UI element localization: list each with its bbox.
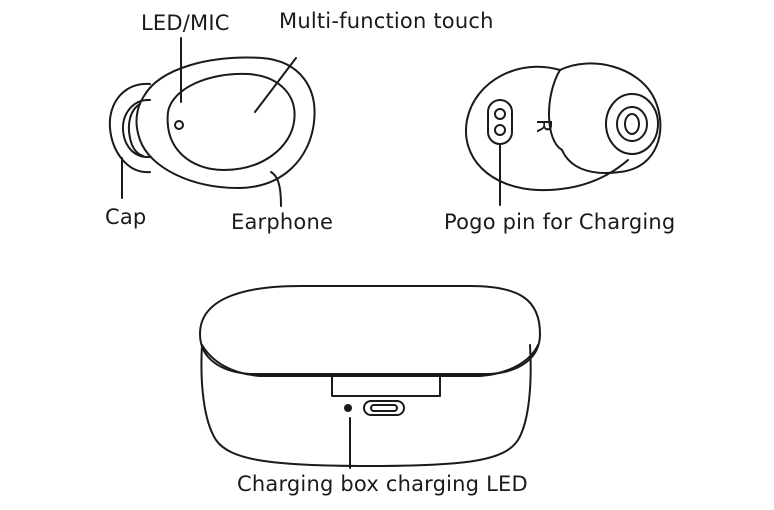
earphone-leader [270, 171, 282, 207]
touch-surface-illustration [166, 72, 296, 171]
ear-tip-illustration [559, 62, 662, 174]
earphone-back-illustration [465, 62, 662, 192]
cap-label: Cap [105, 205, 147, 229]
led-mic-label: LED/MIC [141, 11, 230, 35]
charging-case-illustration [199, 285, 541, 467]
led-mic-hole [174, 120, 184, 130]
cap-illustration [108, 82, 151, 174]
pogo-pin-housing [487, 99, 513, 145]
earphone-body-illustration [135, 56, 316, 189]
case-tab [331, 375, 441, 397]
touch-leader [254, 57, 297, 113]
charging-box-led-label: Charging box charging LED [237, 472, 528, 496]
case-lid [199, 285, 541, 375]
pogo-pin-label: Pogo pin for Charging [444, 210, 676, 234]
usb-port [363, 400, 405, 416]
multi-function-touch-label: Multi-function touch [279, 9, 494, 33]
earphone-front-illustration [108, 56, 316, 189]
case-led-dot [344, 404, 352, 412]
earphone-side-marking: R [532, 118, 557, 134]
earphone-label: Earphone [231, 210, 334, 234]
case-base [200, 344, 532, 467]
pogo-pin-top [494, 108, 506, 120]
pogo-pin-bottom [494, 124, 506, 136]
